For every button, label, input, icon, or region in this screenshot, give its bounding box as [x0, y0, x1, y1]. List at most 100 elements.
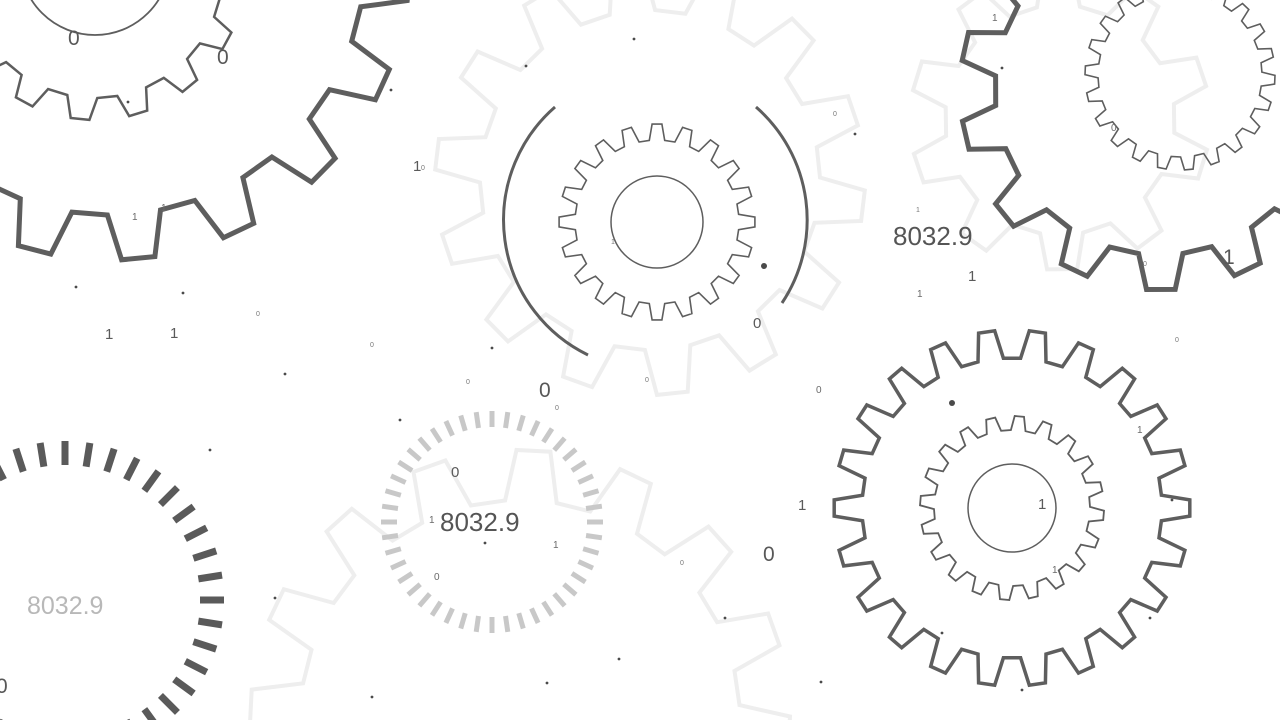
binary-digit: 0	[833, 111, 837, 118]
particle-dot	[126, 100, 130, 104]
dial-tick-mark	[384, 488, 402, 498]
dial-tick-mark	[141, 469, 162, 493]
particle-dot	[819, 680, 823, 684]
large-gear-icon	[0, 0, 410, 263]
dial-tick-mark	[0, 464, 7, 482]
faded-gear-icon	[248, 447, 793, 720]
particle-dot	[283, 372, 287, 376]
dial-tick-mark	[585, 533, 603, 541]
binary-digit: 0	[1175, 337, 1179, 344]
binary-digit: 1	[161, 203, 167, 214]
particle-dot	[617, 657, 621, 661]
dial-tick-mark	[197, 617, 223, 629]
dial-tick-mark	[516, 612, 526, 630]
faded-gear-icon	[910, 0, 1210, 272]
binary-digit: 0	[680, 560, 684, 567]
binary-digit: 0	[466, 379, 470, 386]
particle-dot	[389, 88, 393, 92]
binary-digit: 0	[555, 405, 559, 412]
center-gear-hub-circle	[610, 175, 704, 269]
dial-tick-mark	[381, 503, 399, 511]
particle-dot	[490, 346, 494, 350]
binary-digit: 0	[539, 379, 551, 402]
particle-dot	[853, 132, 857, 136]
binary-digit: 0	[68, 27, 80, 50]
particle-dot	[940, 631, 944, 635]
particle-dot	[761, 263, 767, 269]
binary-digit: 1	[132, 212, 138, 223]
binary-digit: 1	[413, 158, 422, 175]
dial-tick-mark	[384, 546, 402, 556]
dial-tick-mark	[582, 546, 600, 556]
dial-tick-mark	[381, 533, 399, 541]
particle-dot	[1000, 66, 1004, 70]
dial-tick-mark	[406, 447, 422, 462]
dial-tick-mark	[473, 411, 481, 429]
binary-digit: 1	[1223, 246, 1235, 269]
dial-tick-mark	[529, 607, 541, 625]
dial-tick-mark	[443, 607, 455, 625]
binary-digit: 1	[1038, 496, 1047, 513]
dial-tick-mark	[585, 503, 603, 511]
dial-tick-mark	[570, 459, 587, 473]
binary-digit: 0	[217, 46, 229, 69]
dial-tick-mark	[389, 473, 407, 485]
dial-tick-mark	[570, 571, 587, 585]
dial-tick-mark	[12, 447, 27, 473]
dial-tick-mark	[157, 485, 180, 508]
dial-tick-mark	[582, 488, 600, 498]
faded-gears-layer	[248, 0, 1210, 720]
faded-gear-icon	[433, 0, 867, 398]
dial-tick-mark	[397, 459, 414, 473]
binary-digit: 0	[645, 377, 649, 384]
dial-tick-mark	[157, 692, 180, 715]
binary-digit: 1	[917, 289, 923, 300]
binary-digit: 1	[798, 497, 807, 514]
particle-dot	[74, 285, 78, 289]
binary-digit: 1	[170, 325, 179, 342]
dial-tick-mark	[123, 456, 141, 482]
binary-digit: 0	[1143, 261, 1147, 268]
dial-tick-mark	[577, 473, 595, 485]
dial-tick-mark	[417, 592, 432, 608]
binary-digit: 1	[968, 268, 977, 285]
dial-tick-mark	[562, 582, 578, 597]
binary-digit: 0	[434, 572, 440, 583]
dial-tick-mark	[197, 571, 223, 583]
particle-dot	[723, 616, 727, 620]
particle-dot	[524, 64, 528, 68]
binary-digit: 1	[1052, 565, 1058, 576]
dial-tick-mark	[562, 447, 578, 462]
binary-digit: 1	[105, 326, 114, 343]
center-gear-icon	[558, 123, 756, 321]
particle-dot	[1020, 688, 1024, 692]
particle-dot	[632, 37, 636, 41]
particle-dot	[273, 596, 277, 600]
binary-digit: 0	[0, 675, 8, 698]
right-bracket-arc	[755, 105, 809, 304]
dial-tick-mark	[82, 442, 94, 468]
binary-digit: 1	[429, 515, 435, 526]
binary-digit: 1	[553, 540, 559, 551]
binary-digit: 0	[421, 165, 425, 172]
binary-digit: 0	[370, 342, 374, 349]
inner-gear-icon	[0, 0, 233, 122]
binary-digit: 0	[753, 315, 762, 332]
binary-digit: 0	[1111, 123, 1117, 134]
dial-tick-mark	[529, 419, 541, 437]
dial-tick-mark	[516, 414, 526, 432]
binary-digit: 0	[816, 385, 822, 396]
dial-tick-mark	[406, 582, 422, 597]
binary-digit: 1	[611, 239, 615, 246]
particle-dot	[1148, 616, 1152, 620]
binary-digit: 0	[256, 311, 260, 318]
readout-center: 8032.9	[440, 507, 520, 537]
large-gear-icon	[959, 0, 1280, 293]
particle-dot	[398, 418, 402, 422]
inner-gear-icon	[1084, 0, 1276, 171]
binary-digit: 0	[451, 464, 460, 481]
dial-tick-mark	[417, 436, 432, 452]
dial-tick-mark	[429, 427, 443, 444]
